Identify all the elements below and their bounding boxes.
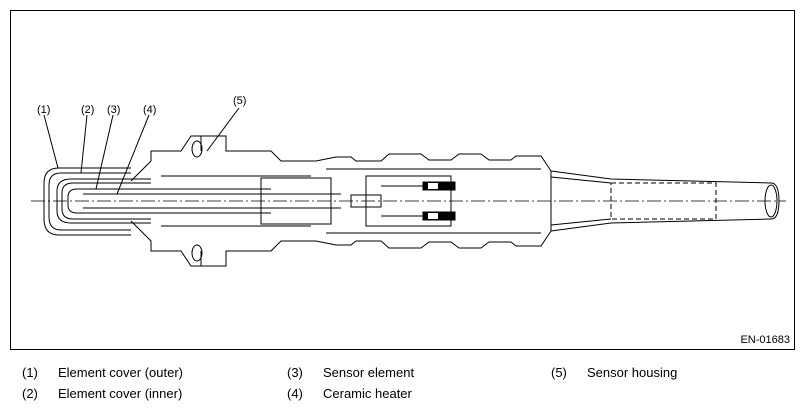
- figure-id: EN-01683: [740, 334, 790, 346]
- legend-item-5: (5) Sensor housing: [551, 365, 677, 381]
- leader-line-5: [206, 107, 240, 152]
- body-shell-shape: [315, 153, 552, 249]
- sensor-tail-shape: [550, 170, 780, 232]
- legend-label: Element cover (outer): [58, 365, 183, 380]
- element-cover-inner-shape: [56, 178, 151, 224]
- legend-label: Element cover (inner): [58, 386, 183, 401]
- leader-line-1: [43, 114, 59, 169]
- legend-num: (1): [22, 365, 38, 380]
- legend-item-4: (4) Ceramic heater: [287, 386, 412, 402]
- wire-sleeve-dashed: [610, 182, 717, 220]
- legend-num: (3): [287, 365, 303, 380]
- callout-1: (1): [37, 104, 51, 116]
- legend-num: (2): [22, 386, 38, 401]
- leader-line-2: [80, 114, 88, 174]
- callout-4: (4): [143, 104, 157, 116]
- leader-line-3: [95, 114, 114, 190]
- callout-2: (2): [81, 104, 95, 116]
- sensor-housing-shape: [130, 135, 316, 182]
- diagram-frame: (1) (2) (3) (4) (5) EN-01683: [10, 10, 795, 350]
- terminal-connector-upper: [422, 181, 456, 191]
- ceramic-heater-shape: [83, 193, 341, 209]
- legend-item-3: (3) Sensor element: [287, 365, 414, 381]
- legend-label: Ceramic heater: [323, 386, 412, 401]
- legend-label: Sensor element: [323, 365, 415, 380]
- leader-line-4: [116, 114, 150, 195]
- legend-item-2: (2) Element cover (inner): [22, 386, 182, 402]
- legend-label: Sensor housing: [587, 365, 678, 380]
- element-cover-outer-shape: [43, 167, 131, 236]
- callout-3: (3): [107, 104, 121, 116]
- oxygen-sensor-cross-section: [31, 107, 786, 267]
- legend-item-1: (1) Element cover (outer): [22, 365, 183, 381]
- terminal-connector-lower: [422, 211, 456, 221]
- sensor-element-shape: [67, 188, 271, 214]
- legend-num: (5): [551, 365, 567, 380]
- callout-5: (5): [233, 95, 247, 107]
- legend-num: (4): [287, 386, 303, 401]
